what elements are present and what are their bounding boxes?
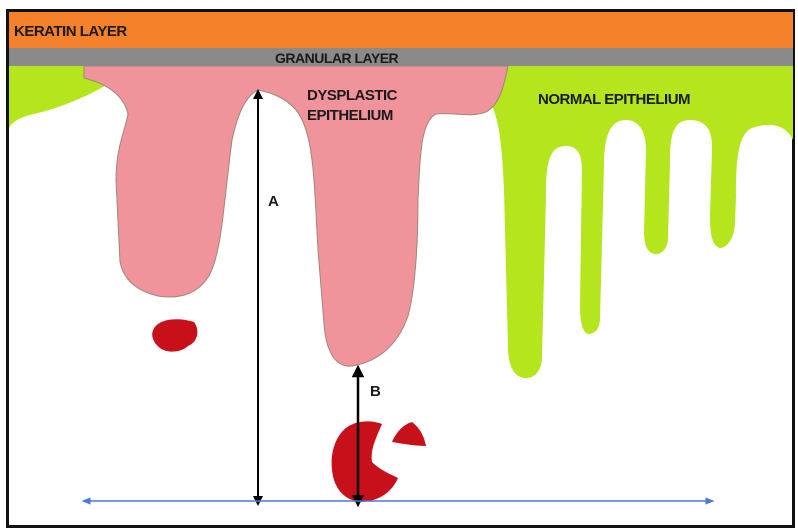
keratin-layer-label: KERATIN LAYER — [14, 23, 127, 40]
measurement-a-label: A — [268, 193, 279, 210]
dysplastic-epithelium-label-line2: EPITHELIUM — [307, 107, 393, 124]
measurement-b-label: B — [370, 383, 381, 400]
granular-layer — [9, 48, 793, 66]
dysplastic-epithelium-label-line1: DYSPLASTIC — [307, 87, 398, 104]
granular-layer-label: GRANULAR LAYER — [275, 50, 399, 66]
normal-epithelium-label: NORMAL EPITHELIUM — [538, 91, 690, 108]
